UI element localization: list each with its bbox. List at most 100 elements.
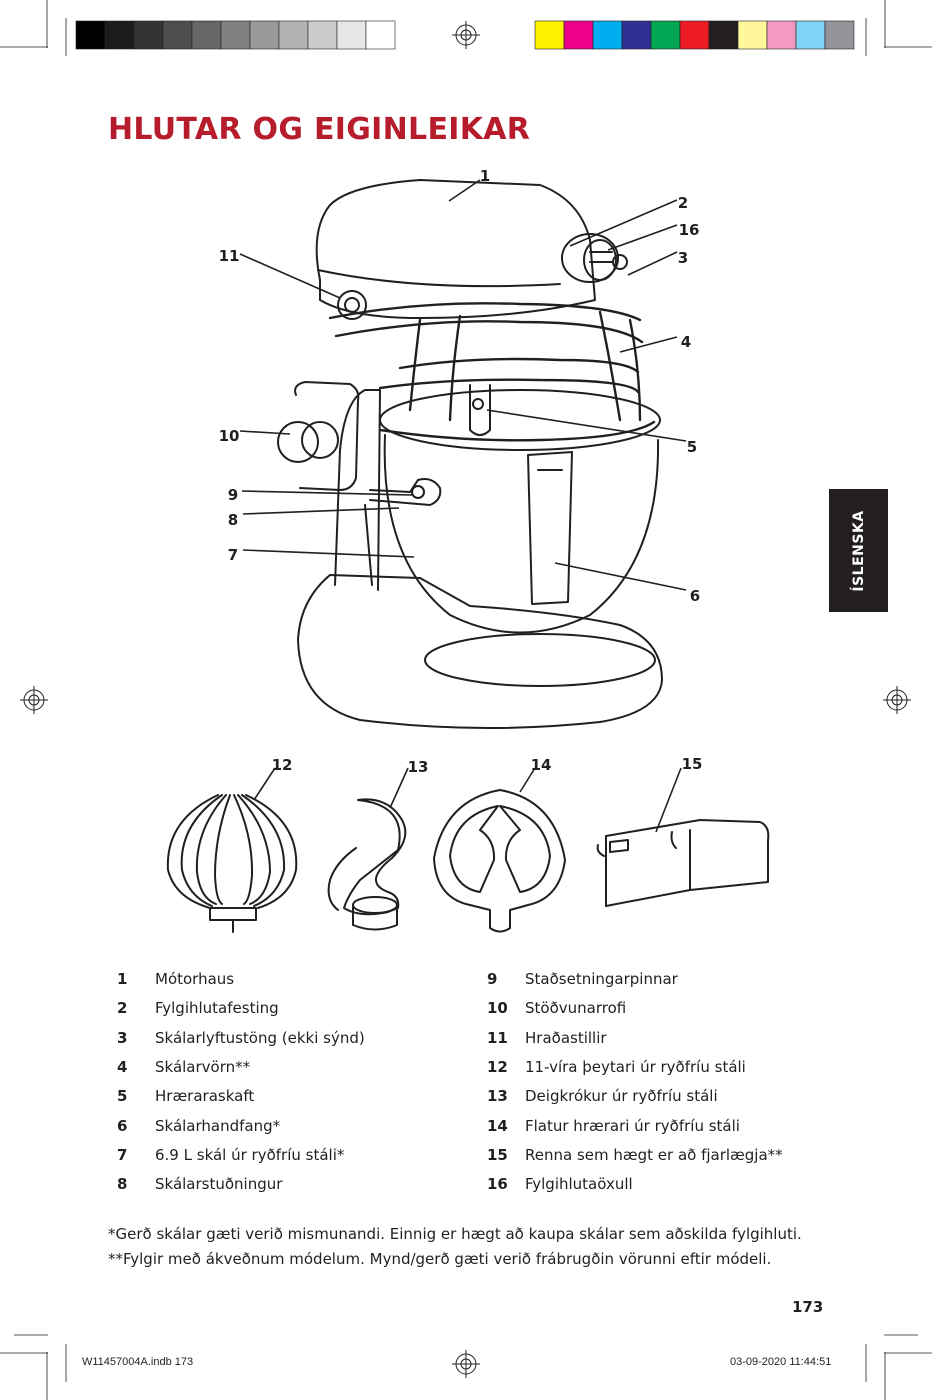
motor-head — [315, 179, 596, 319]
part-number: 1 — [117, 970, 128, 988]
dough-hook — [343, 798, 407, 916]
stop-switch-housing — [294, 381, 360, 491]
color-swatch — [534, 20, 565, 50]
registration-mark-left — [20, 686, 48, 714]
color-swatch — [191, 20, 222, 50]
color-swatch — [162, 20, 193, 50]
callout-label-13: 13 — [408, 758, 429, 776]
part-number: 11 — [487, 1028, 508, 1047]
color-swatch — [650, 20, 681, 50]
process-color-bar — [534, 20, 855, 50]
part-number: 16 — [487, 1175, 508, 1194]
part-number: 8 — [117, 1175, 128, 1194]
callout-label-6: 6 — [690, 587, 700, 605]
color-swatch — [737, 20, 768, 50]
part-number: 10 — [487, 999, 508, 1018]
color-swatch — [592, 20, 623, 50]
footer-file: W11457004A.indb 173 — [82, 1356, 194, 1368]
color-swatch — [220, 20, 251, 50]
wire-whip — [166, 794, 298, 933]
callout-label-8: 8 — [228, 511, 238, 529]
part-name: Skálarlyftustöng (ekki sýnd) — [155, 1028, 365, 1047]
part-name: Hraðastillir — [525, 1028, 607, 1047]
page-number: 173 — [792, 1298, 824, 1316]
part-number: 6 — [117, 1116, 128, 1135]
color-swatch — [365, 20, 396, 50]
color-swatch — [563, 20, 594, 50]
callout-label-10: 10 — [219, 427, 240, 445]
callout-label-15: 15 — [682, 755, 703, 773]
color-swatch — [708, 20, 739, 50]
part-name: Staðsetningarpinnar — [525, 970, 678, 988]
part-name: Skálarhandfang* — [155, 1116, 281, 1135]
accessories-illustration: 12 13 14 15 — [166, 755, 770, 933]
callout-label-16: 16 — [679, 221, 700, 239]
callout-label-7: 7 — [228, 546, 238, 564]
part-number: 15 — [487, 1145, 508, 1164]
language-tab: ÍSLENSKA — [829, 489, 888, 612]
part-name: Hræraraskaft — [155, 1087, 255, 1106]
color-swatch — [766, 20, 797, 50]
part-name: Flatur hrærari úr ryðfríu stáli — [525, 1116, 740, 1135]
color-swatch — [278, 20, 309, 50]
part-name: Fylgihlutaöxull — [525, 1175, 633, 1194]
color-swatch — [679, 20, 710, 50]
part-number: 14 — [487, 1116, 508, 1135]
mixer-pedestal — [334, 389, 381, 591]
callout-label-1: 1 — [480, 167, 490, 185]
callout-label-12: 12 — [272, 756, 293, 774]
part-name: 11-víra þeytari úr ryðfríu stáli — [525, 1057, 746, 1076]
registration-mark-top — [452, 21, 480, 49]
color-swatch — [104, 20, 135, 50]
color-swatch — [307, 20, 338, 50]
part-number: 2 — [117, 999, 128, 1018]
mixer-base — [297, 574, 663, 730]
part-name: Stöðvunarrofi — [525, 999, 627, 1018]
bowl-guard — [328, 302, 656, 442]
page-title: HLUTAR OG EIGINLEIKAR — [108, 112, 531, 147]
bowl — [383, 434, 660, 634]
color-swatch — [75, 20, 106, 50]
part-number: 13 — [487, 1087, 508, 1106]
footnote-model: **Fylgir með ákveðnum módelum. Mynd/gerð… — [108, 1250, 772, 1268]
callout-label-14: 14 — [531, 756, 552, 774]
part-number: 4 — [117, 1057, 128, 1076]
footnote-bowl: *Gerð skálar gæti verið mismunandi. Einn… — [108, 1225, 802, 1243]
bowl-handle — [527, 451, 573, 605]
color-swatch — [795, 20, 826, 50]
part-number: 9 — [487, 970, 498, 988]
part-name: Fylgihlutafesting — [155, 999, 279, 1018]
part-number: 7 — [117, 1145, 128, 1164]
pouring-chute — [596, 819, 770, 907]
registration-mark-bottom — [452, 1350, 480, 1378]
footnotes: *Gerð skálar gæti verið mismunandi. Einn… — [108, 1222, 802, 1272]
stop-switch — [277, 421, 319, 463]
gray-color-bar — [75, 20, 396, 50]
part-name: Skálarvörn** — [155, 1057, 251, 1076]
callout-label-5: 5 — [687, 438, 697, 456]
flat-beater — [433, 789, 566, 933]
callout-label-11: 11 — [219, 247, 240, 265]
callout-label-9: 9 — [228, 486, 238, 504]
part-number: 3 — [117, 1028, 128, 1047]
color-swatch — [621, 20, 652, 50]
speed-control — [337, 290, 367, 320]
callout-label-3: 3 — [678, 249, 688, 267]
attachment-hub — [561, 233, 619, 283]
part-name: Skálarstuðningur — [155, 1175, 283, 1194]
color-swatch — [824, 20, 855, 50]
part-name: Deigkrókur úr ryðfríu stáli — [525, 1087, 718, 1106]
color-swatch — [249, 20, 280, 50]
color-swatch — [336, 20, 367, 50]
part-number: 12 — [487, 1057, 508, 1076]
registration-mark-right — [883, 686, 911, 714]
callout-label-4: 4 — [681, 333, 691, 351]
part-name: Mótorhaus — [155, 970, 235, 988]
part-name: 6.9 L skál úr ryðfríu stáli* — [155, 1145, 345, 1164]
footer-datetime: 03-09-2020 11:44:51 — [730, 1356, 832, 1368]
part-number: 5 — [117, 1087, 128, 1106]
part-name: Renna sem hægt er að fjarlægja** — [525, 1145, 783, 1164]
